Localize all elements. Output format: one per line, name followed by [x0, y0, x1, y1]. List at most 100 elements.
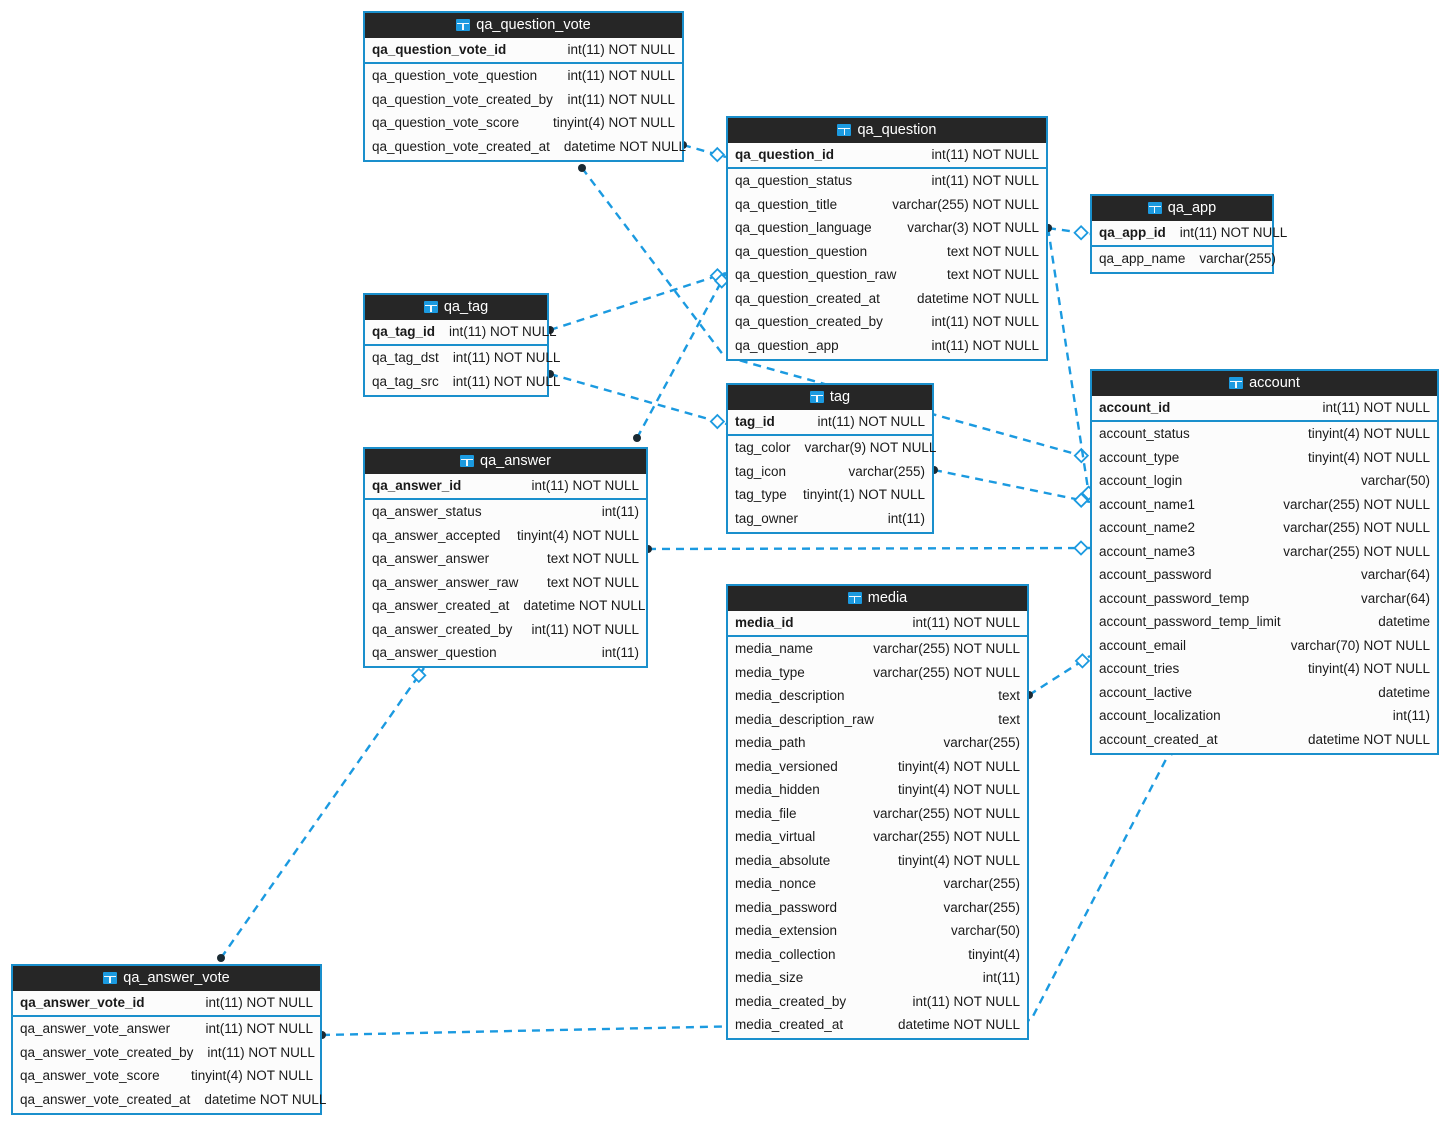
- field-type: varchar(255) NOT NULL: [873, 805, 1020, 821]
- field-name: qa_answer_answer_raw: [372, 574, 519, 590]
- field-name: qa_app_name: [1099, 251, 1186, 266]
- table-icon: [1229, 377, 1244, 389]
- field-type: varchar(255) NOT NULL: [873, 664, 1020, 680]
- field-type: int(11) NOT NULL: [452, 373, 561, 389]
- field-type: int(11) NOT NULL: [449, 323, 557, 339]
- field-name: qa_answer_answer: [372, 551, 490, 566]
- entity-header-qa_question_vote: qa_question_vote: [365, 13, 682, 38]
- field-name: tag_id: [735, 413, 775, 429]
- field-type: datetime NOT NULL: [563, 138, 686, 154]
- field-type: int(11) NOT NULL: [931, 173, 1039, 188]
- field-type: int(11) NOT NULL: [931, 146, 1039, 162]
- relationship-qa_question-to-account: [1044, 224, 1097, 503]
- field-name: media_nonce: [735, 876, 817, 891]
- connector-line: [1046, 227, 1092, 503]
- field-name: qa_tag_dst: [372, 350, 439, 365]
- connector-source-dot: [217, 954, 225, 962]
- field-name: qa_question_vote_question: [372, 68, 538, 83]
- field-type: int(11): [601, 504, 639, 519]
